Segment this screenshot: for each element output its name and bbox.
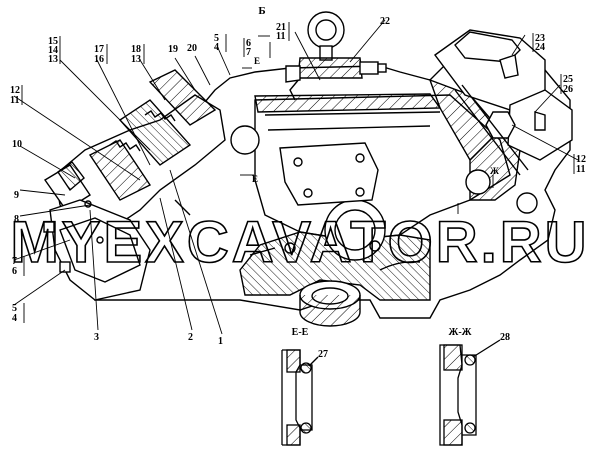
callout-19: 19 (168, 44, 178, 55)
callout-25: 25 (563, 74, 573, 85)
section-e-mark-bottom: Е (252, 174, 258, 184)
left-valve-assembly (43, 69, 226, 301)
callout-13b: 13 (131, 54, 141, 65)
callout-labels: Б 15 14 13 17 16 18 13 19 20 5 4 6 7 21 … (10, 5, 586, 347)
callout-23: 23 (535, 33, 545, 44)
callout-24: 24 (535, 42, 545, 53)
callout-2: 2 (188, 332, 193, 343)
callout-1: 1 (218, 336, 223, 347)
callout-10: 10 (12, 139, 22, 150)
callout-3: 3 (94, 332, 99, 343)
callout-21: 21 (276, 22, 286, 33)
callout-5-left: 5 (12, 303, 17, 314)
callout-13: 13 (48, 54, 58, 65)
callout-6-left: 6 (12, 266, 17, 277)
callout-6-top: 6 (246, 38, 251, 49)
callout-4-left: 4 (12, 313, 17, 324)
section-zh-mark: Ж (490, 166, 499, 176)
callout-4-top: 4 (214, 42, 219, 53)
callout-8: 8 (14, 214, 19, 225)
watermark-text: MYEXCAVATOR.RU (10, 210, 589, 275)
callout-7-left: 7 (12, 256, 17, 267)
section-e-e-title: Е-Е (292, 327, 309, 338)
right-cover-block (434, 29, 573, 176)
callout-5-top: 5 (214, 33, 219, 44)
callout-14: 14 (48, 45, 58, 56)
callout-11-top: 11 (276, 31, 285, 42)
callout-15: 15 (48, 36, 58, 47)
callout-12-left: 12 (10, 85, 20, 96)
view-b-mark: Б (258, 5, 265, 17)
callout-7-top: 7 (246, 47, 251, 58)
callout-28: 28 (500, 332, 510, 343)
section-zh-zh-title: Ж-Ж (448, 327, 471, 338)
callout-18: 18 (131, 44, 141, 55)
callout-16: 16 (94, 54, 104, 65)
callout-20: 20 (187, 43, 197, 54)
callout-9: 9 (14, 190, 19, 201)
section-zh-zh-detail: Ж-Ж 28 (439, 327, 510, 446)
callout-27: 27 (318, 349, 328, 360)
callout-12-right: 12 (576, 154, 586, 165)
section-e-mark-top: Е (254, 56, 260, 66)
main-housing (94, 39, 571, 327)
callout-26: 26 (563, 84, 573, 95)
callout-22: 22 (380, 16, 390, 27)
callout-11-left: 11 (10, 95, 19, 106)
callout-divider-ticks (21, 22, 575, 323)
lifting-eyebolt (285, 11, 387, 101)
callout-17: 17 (94, 44, 104, 55)
callout-11-right: 11 (576, 164, 585, 175)
leader-lines (13, 19, 579, 335)
section-e-e-detail: Е-Е 27 (281, 327, 328, 446)
